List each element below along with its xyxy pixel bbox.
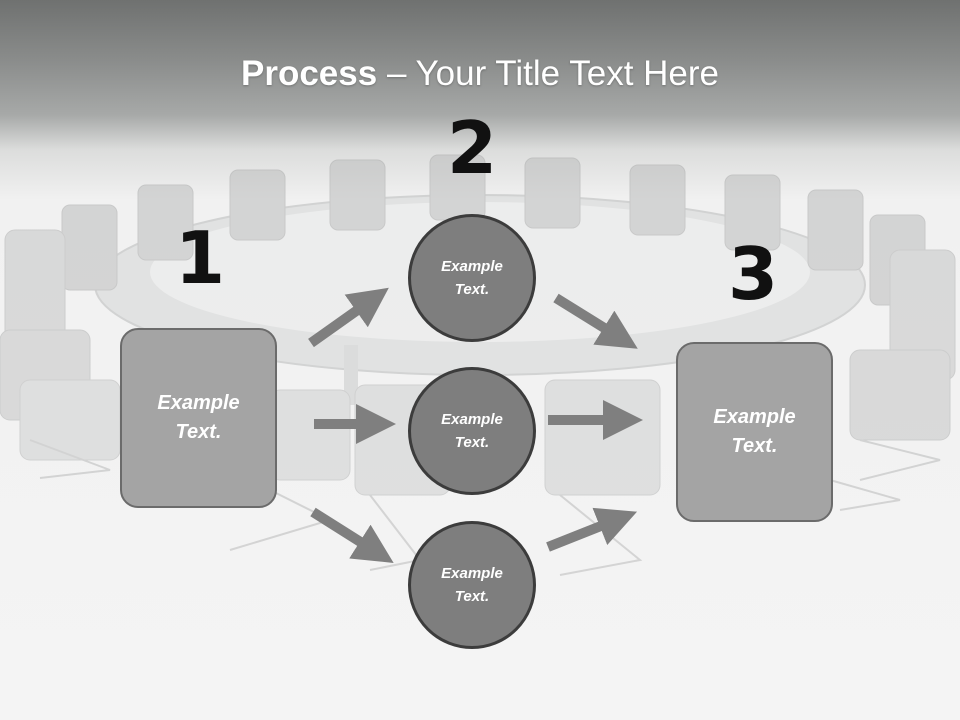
arrow-box1-to-top <box>308 287 389 348</box>
step-box-3-text: Example Text. <box>713 406 796 457</box>
step-box-3: Example Text. <box>676 342 833 522</box>
node-circle-top-text: Example Text. <box>441 258 503 298</box>
step-box-1: Example Text. <box>120 328 277 508</box>
node-circle-bottom-text: Example Text. <box>441 565 503 605</box>
step-number-2: 2 <box>446 106 498 190</box>
step-number-1: 1 <box>174 216 226 300</box>
title-bold: Process <box>241 54 378 93</box>
node-circle-middle-text: Example Text. <box>441 411 503 451</box>
arrow-top-to-box3 <box>553 293 638 349</box>
arrow-bottom-to-box3 <box>546 507 638 552</box>
node-circle-middle: Example Text. <box>408 367 536 495</box>
step-box-1-text: Example Text. <box>157 392 240 443</box>
step-number-3: 3 <box>727 232 779 316</box>
node-circle-bottom: Example Text. <box>408 521 536 649</box>
node-circle-top: Example Text. <box>408 214 536 342</box>
arrow-box1-to-bottom <box>310 507 394 563</box>
slide-title: Process – Your Title Text Here <box>0 52 960 96</box>
title-rest: – Your Title Text Here <box>377 54 719 93</box>
